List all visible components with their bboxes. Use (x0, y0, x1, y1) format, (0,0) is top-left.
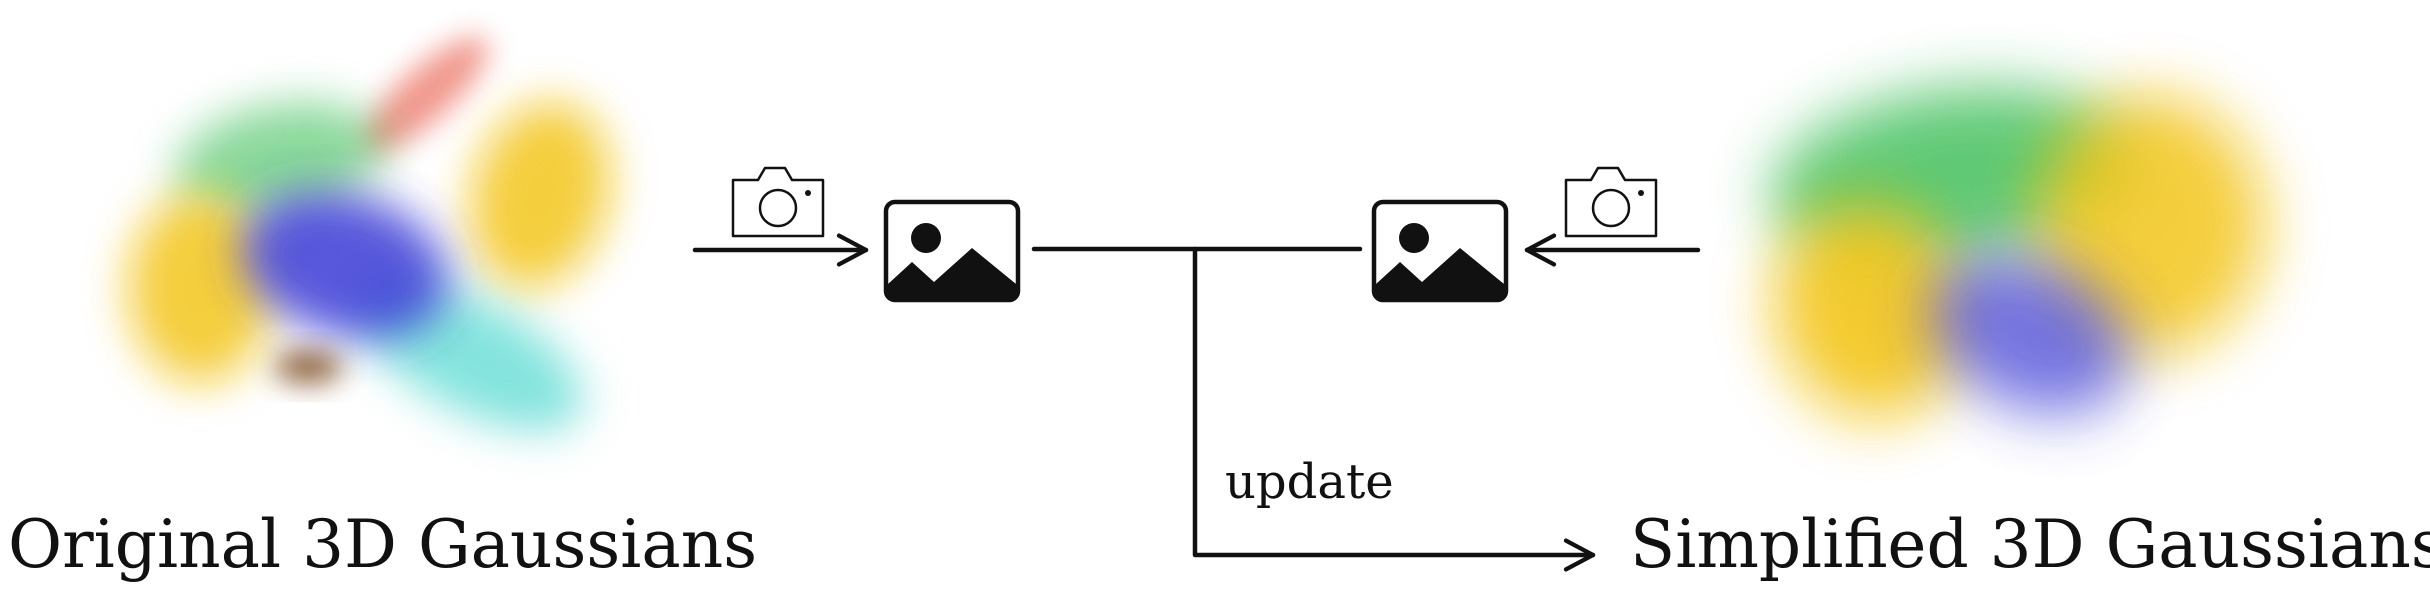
gaussian-blue (1930, 256, 2130, 414)
update-arrow (1192, 246, 1596, 572)
connectors (692, 233, 1701, 572)
camera-icon (1564, 166, 1658, 238)
image-icon (1371, 199, 1509, 303)
gaussian-yellow-left (128, 193, 272, 383)
simplified-gaussians (1771, 87, 2265, 420)
gaussian-yellow-left (1773, 200, 1967, 420)
original-gaussians-label: Original 3D Gaussians (8, 506, 758, 583)
gaussian-green (176, 102, 384, 218)
gaussian-red (361, 36, 489, 154)
gaussian-yellow-right (469, 101, 611, 289)
image-icon (883, 199, 1021, 303)
gaussian-blue (241, 192, 449, 338)
update-label: update (1225, 454, 1394, 510)
original-gaussians (128, 36, 611, 432)
gaussian-brown (274, 351, 342, 383)
camera-icon (731, 166, 825, 238)
simplified-gaussians-label: Simplified 3D Gaussians (1630, 506, 2430, 583)
